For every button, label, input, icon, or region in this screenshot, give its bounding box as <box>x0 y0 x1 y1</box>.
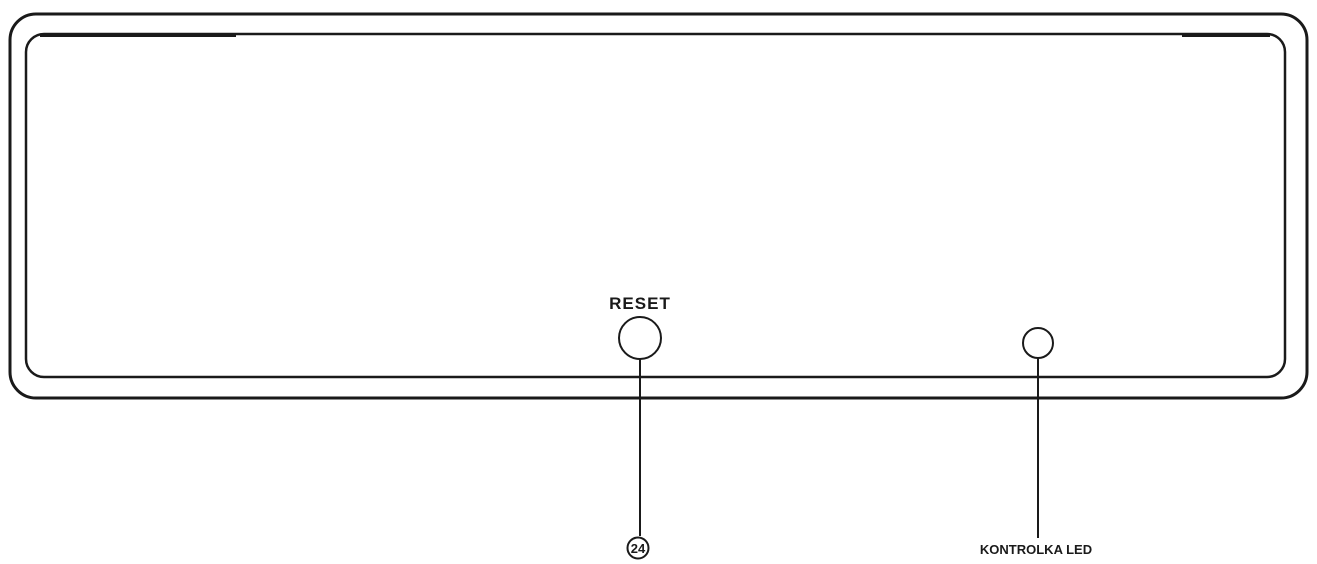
reset-button[interactable] <box>618 316 662 360</box>
device-outer-housing <box>8 12 1309 400</box>
reset-label: RESET <box>609 294 671 313</box>
callout-circle <box>626 536 650 560</box>
led-indicator <box>1022 327 1054 359</box>
device-inner-panel <box>24 32 1287 379</box>
led-label: KONTROLKA LED <box>980 542 1092 557</box>
callout-number: 24 <box>631 541 646 556</box>
